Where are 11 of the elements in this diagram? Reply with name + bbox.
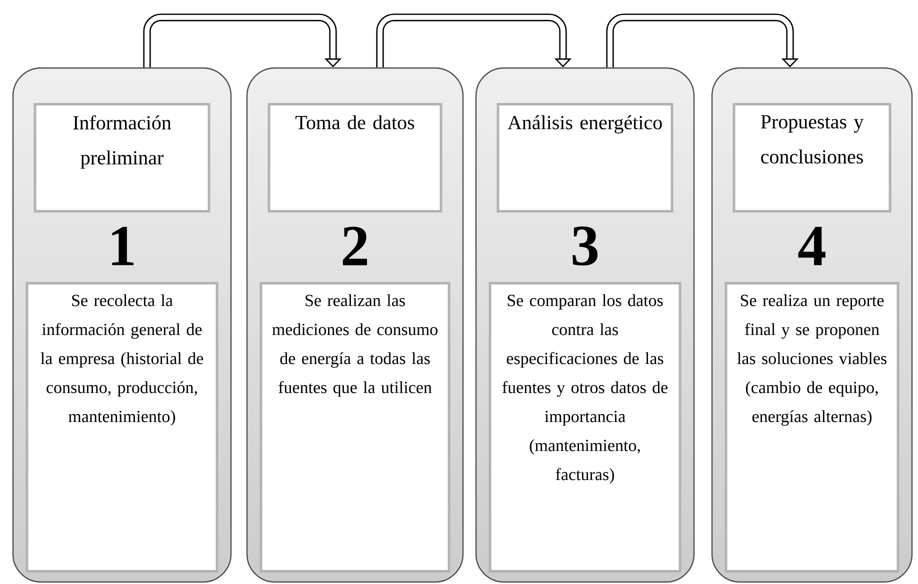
step-description-box: Se comparan los datos contra las especificaciones de las fuentes y otros datos de importancia (mantenimiento, facturas) xyxy=(488,282,682,572)
step-description-box: Se realiza un reporte final y se proponen las soluciones viables (cambio de equipo, energías alternas) xyxy=(724,282,900,572)
step-heading-box: Toma de datos xyxy=(268,103,442,212)
step-description-box: Se realizan las mediciones de consumo de energía a todas las fuentes que la utilicen xyxy=(260,282,450,572)
step-heading-box: Propuestas y conclusiones xyxy=(732,103,892,212)
hook-arrow xyxy=(143,14,342,68)
step-description-box: Se recolecta la información general de la empresa (historial de consumo, producción, mantenimiento) xyxy=(26,282,218,572)
hook-arrow xyxy=(376,14,572,68)
step-heading-box: Análisis energético xyxy=(496,103,674,212)
step-heading-box: Información preliminar xyxy=(34,103,210,212)
hook-arrow xyxy=(606,14,799,68)
